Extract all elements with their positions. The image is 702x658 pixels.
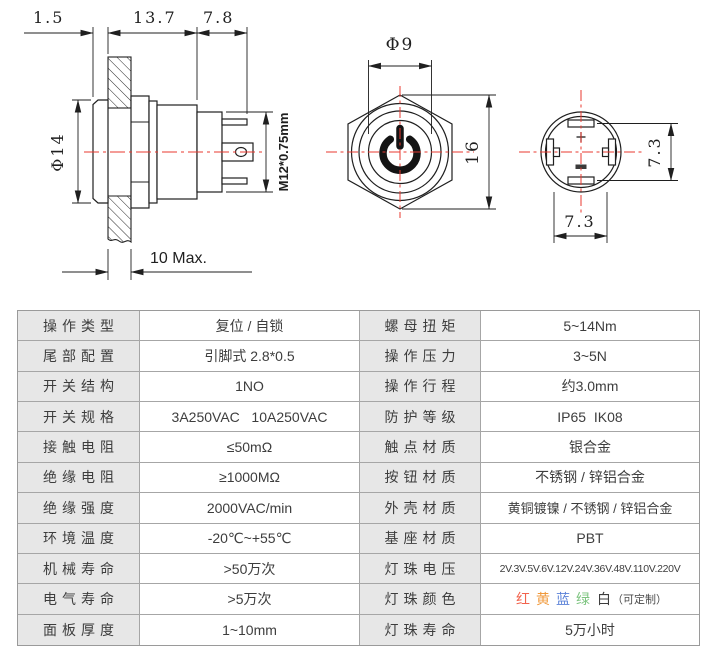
spec-label: 环境温度: [18, 523, 140, 554]
spec-value: 2V.3V.5V.6V.12V.24V.36V.48V.110V.220V: [481, 553, 699, 585]
spec-label: 电气寿命: [18, 584, 140, 615]
spec-value: 银合金: [481, 432, 699, 463]
rear-view-drawing: 7.3 7.3: [519, 90, 678, 243]
dim-label-thread: M12*0.75mm: [276, 113, 291, 192]
spec-label: 触点材质: [360, 432, 481, 463]
button-cap: [92, 99, 109, 204]
led-custom-note: （可定制）: [612, 593, 667, 606]
spec-label: 接触电阻: [18, 432, 140, 463]
led-color-label: 绿: [576, 590, 590, 607]
dim-label-cap-protrusion: 1.5: [33, 8, 64, 27]
dim-label-body-length: 13.7: [133, 8, 177, 27]
spec-value: ≥1000MΩ: [140, 462, 360, 494]
spec-value: 复位 / 自锁: [140, 311, 360, 342]
terminal-pin-bottom: [221, 177, 248, 185]
spec-value: >50万次: [140, 553, 360, 585]
side-view-drawing: 1.5 13.7 7.8 Φ14: [24, 8, 291, 280]
spec-value: 黄铜镀镍 / 不锈钢 / 锌铝合金: [481, 493, 699, 524]
spec-label: 绝缘强度: [18, 493, 140, 524]
spec-value: 3~5N: [481, 341, 699, 372]
spec-value: 3A250VAC 10A250VAC: [140, 402, 360, 433]
spec-value: 5~14Nm: [481, 311, 699, 342]
rear-key-mark: [575, 164, 587, 169]
spec-label: 灯珠颜色: [360, 584, 481, 615]
spec-label: 外壳材质: [360, 493, 481, 524]
panel-wall-bottom: [107, 195, 132, 244]
spec-value: 不锈钢 / 锌铝合金: [481, 462, 699, 494]
dim-label-pin-pitch-h: 7.3: [564, 212, 595, 231]
spec-value: 约3.0mm: [481, 371, 699, 403]
spec-value: ≤50mΩ: [140, 432, 360, 463]
dim-label-panel-thickness: 10 Max.: [150, 250, 207, 267]
led-color-label: 蓝: [556, 590, 570, 607]
spec-label: 尾部配置: [18, 341, 140, 372]
spec-label: 防护等级: [360, 402, 481, 433]
spec-label: 灯珠寿命: [360, 614, 481, 645]
spec-value: 5万小时: [481, 614, 699, 645]
led-color-label: 黄: [536, 590, 550, 607]
dim-label-pin-length: 7.8: [203, 8, 234, 27]
spec-label: 绝缘电阻: [18, 462, 140, 494]
led-color-label: 红: [516, 590, 530, 607]
spec-label: 螺母扭矩: [360, 311, 481, 342]
spec-label: 开关规格: [18, 402, 140, 433]
spec-label: 操作压力: [360, 341, 481, 372]
spec-value-led-colors: 红黄蓝绿白（可定制）: [481, 584, 699, 615]
spec-value: 1~10mm: [140, 614, 360, 645]
spec-label: 开关结构: [18, 371, 140, 403]
dim-label-button-diameter: Φ9: [386, 35, 415, 55]
spec-value: 引脚式 2.8*0.5: [140, 341, 360, 372]
led-color-label: 白: [597, 590, 611, 607]
dim-label-hex-height: 16: [463, 139, 483, 165]
spec-label: 面板厚度: [18, 614, 140, 645]
spec-label: 操作类型: [18, 311, 140, 342]
panel-wall-top: [107, 56, 132, 109]
spec-value: 1NO: [140, 371, 360, 403]
spec-label: 按钮材质: [360, 462, 481, 494]
spec-label: 灯珠电压: [360, 553, 481, 585]
front-view-drawing: Φ9 16: [326, 35, 496, 218]
spec-value: IP65 IK08: [481, 402, 699, 433]
spec-value: PBT: [481, 523, 699, 554]
spec-label: 基座材质: [360, 523, 481, 554]
spec-label: 机械寿命: [18, 553, 140, 585]
technical-drawings: 1.5 13.7 7.8 Φ14: [24, 8, 678, 280]
dim-label-pin-pitch-v: 7.3: [645, 136, 664, 167]
spec-value: 2000VAC/min: [140, 493, 360, 524]
spec-value: >5万次: [140, 584, 360, 615]
spec-label: 操作行程: [360, 371, 481, 403]
dim-label-head-diameter: Φ14: [48, 132, 67, 171]
terminal-pin-top: [221, 118, 248, 126]
spec-value: -20℃~+55℃: [140, 523, 360, 554]
